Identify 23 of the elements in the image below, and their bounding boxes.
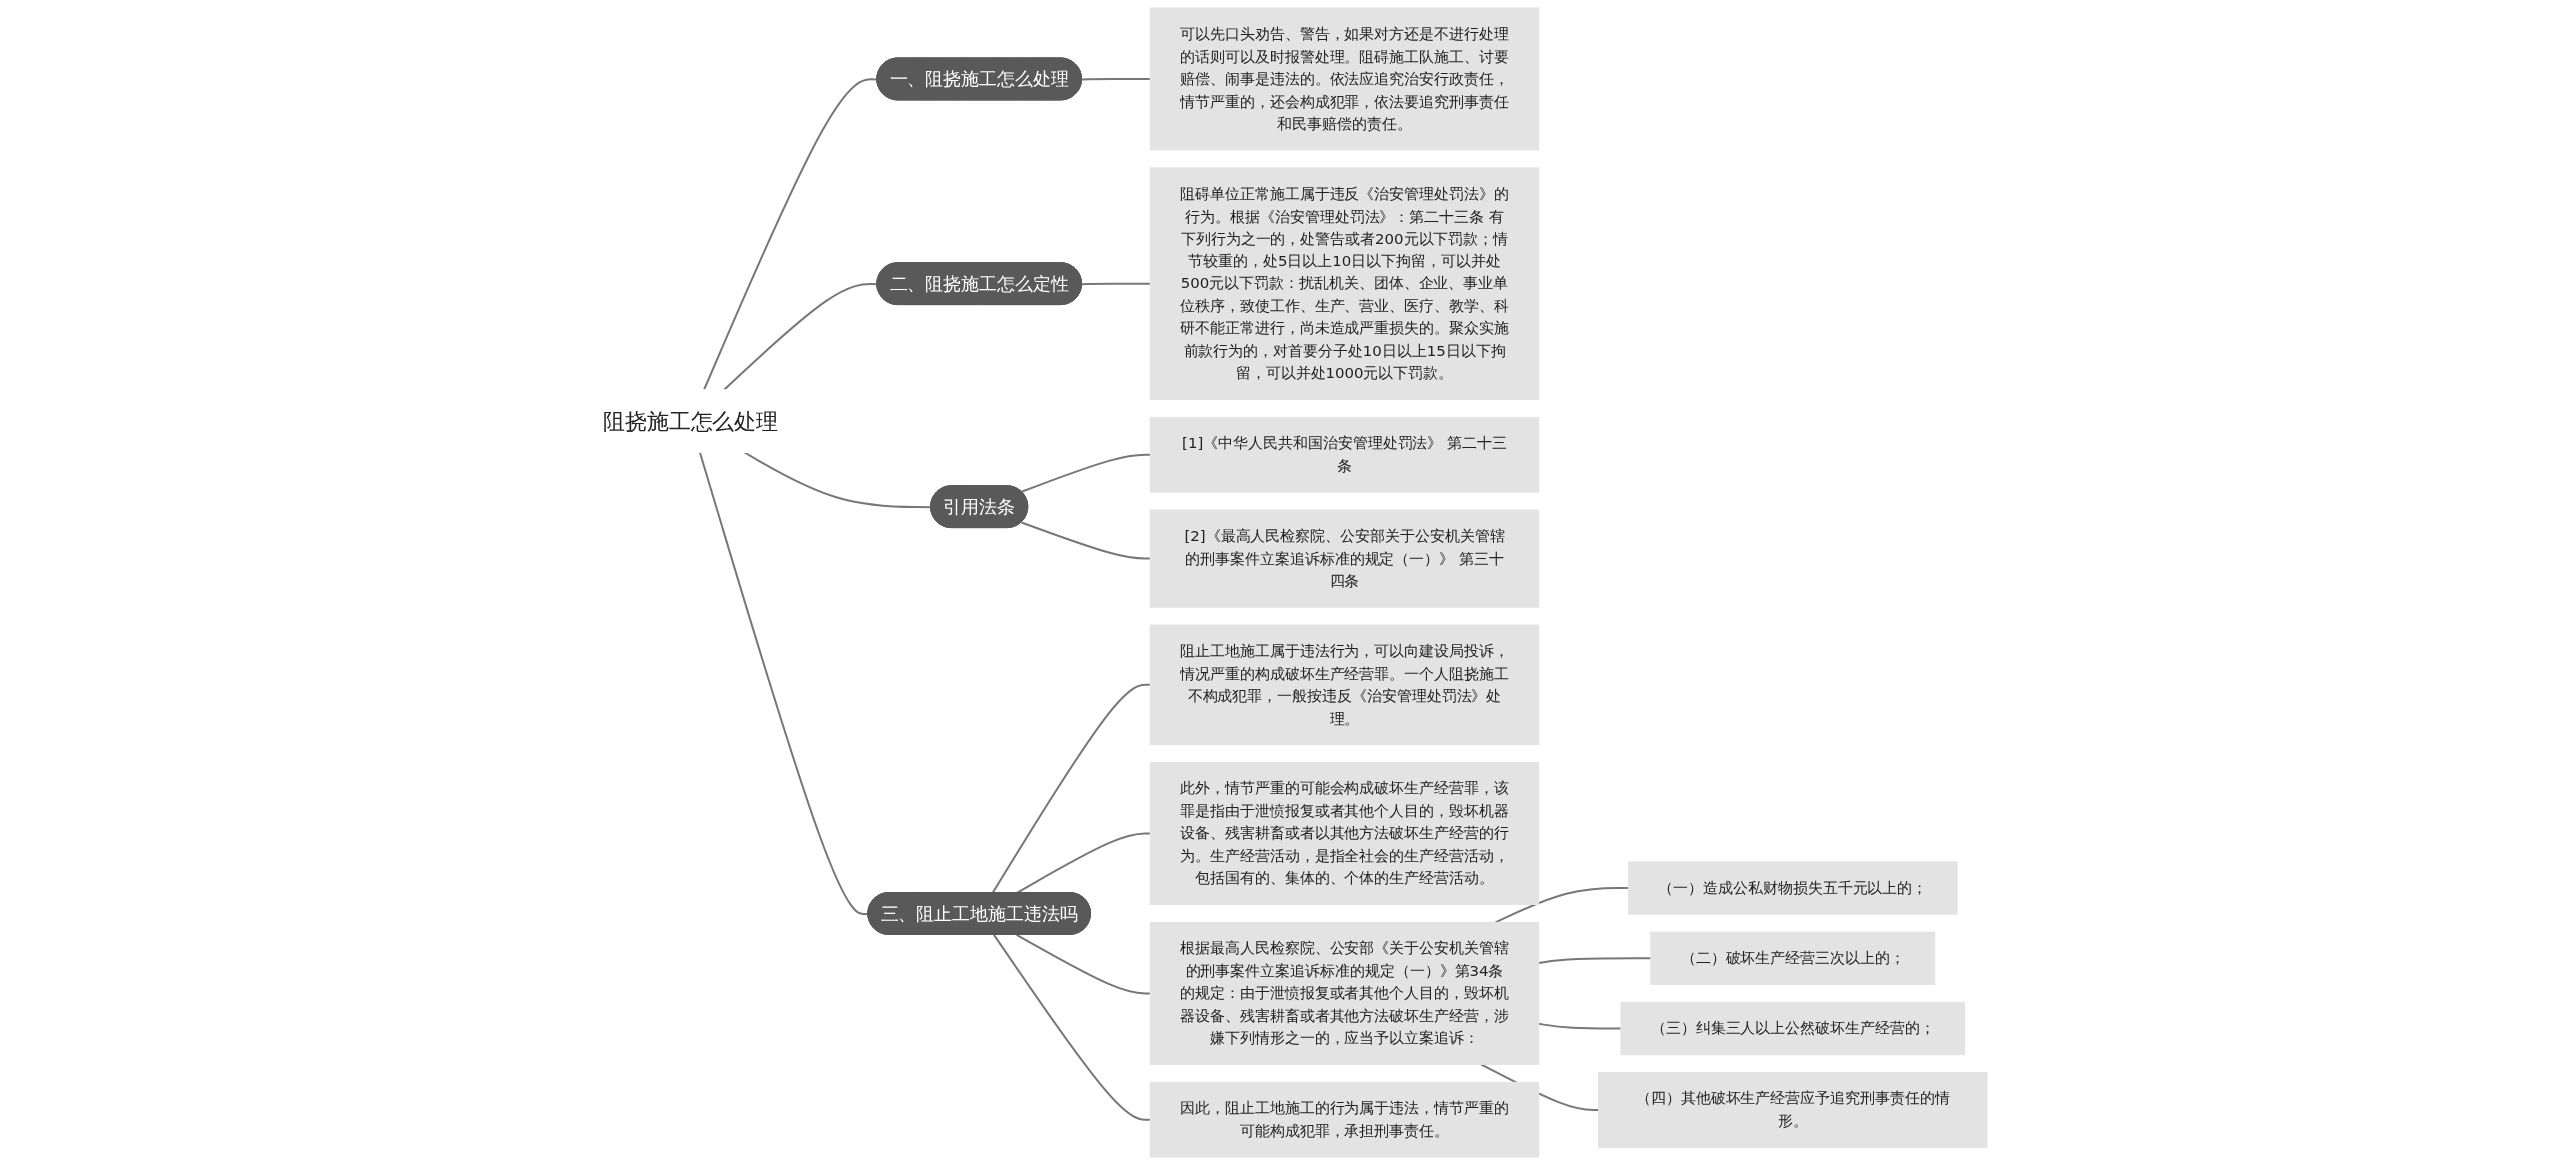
- node-box: 可以先口头劝告、警告，如果对方还是不进行处理的话则可以及时报警处理。阻碍施工队施工、讨要赔偿、闹事是违法的。依法应追究治安行政责任，情节严重的，还会构成犯罪，依法要追究刑事责任和民事赔偿的责任。: [1149, 7, 1540, 151]
- node-box: （二）破坏生产经营三次以上的；: [1650, 931, 1936, 985]
- connector: [1081, 282, 1152, 286]
- node-box: [2]《最高人民检察院、公安部关于公安机关管辖的刑事案件立案追诉标准的规定（一）》 第三十四条: [1149, 509, 1540, 608]
- connector: [1494, 887, 1630, 924]
- connector: [1537, 1022, 1622, 1030]
- connector: [698, 451, 870, 915]
- connector: [1020, 521, 1152, 560]
- node-box: 阻止工地施工属于违法行为，可以向建设局投诉，情况严重的构成破坏生产经营罪。一个人阻挠施工不构成犯罪，一般按违反《治安管理处罚法》处理。: [1149, 624, 1540, 746]
- node-box: 因此，阻止工地施工的行为属于违法，情节严重的可能构成犯罪，承担刑事责任。: [1149, 1081, 1540, 1158]
- connector: [1015, 933, 1152, 995]
- connector: [1020, 453, 1152, 493]
- connector: [993, 933, 1152, 1121]
- connector: [1537, 957, 1652, 964]
- node-box: [1]《中华人民共和国治安管理处罚法》 第二十三条: [1149, 416, 1540, 493]
- connector: [1081, 77, 1152, 81]
- node-box: （四）其他破坏生产经营应予追究刑事责任的情形。: [1598, 1072, 1988, 1148]
- node-text: 阻挠施工怎么处理: [602, 408, 779, 434]
- node-box: 根据最高人民检察院、公安部《关于公安机关管辖的刑事案件立案追诉标准的规定（一）》第34条的规定：由于泄愤报复或者其他个人目的，毁坏机器设备、残害耕畜或者其他方法破坏生产经营，涉嫌下列情形之一的，应当予以立案追诉：: [1149, 921, 1540, 1065]
- node-box: 此外，情节严重的可能会构成破坏生产经营罪，该罪是指由于泄愤报复或者其他个人目的，毁坏机器设备、残害耕畜或者以其他方法破坏生产经营的行为。生产经营活动，是指全社会的生产经营活动，包括国有的、集体的、个体的生产经营活动。: [1149, 762, 1540, 905]
- node-box: （一）造成公私财物损失五千元以上的；: [1627, 861, 1958, 915]
- node-box: （三）纠集三人以上公然破坏生产经营的；: [1620, 1001, 1966, 1056]
- node-box: 阻碍单位正常施工属于违反《治安管理处罚法》的行为。根据《治安管理处罚法》：第二十三条 有下列行为之一的，处警告或者200元以下罚款；情节较重的，处5日以上10日以下拘留，可以并处500元以下罚款：扰乱机关、团体、企业、事业单位秩序，致使工作、生产、营业、医疗、教学、科研不能正常进行，尚未造成严重损失的。聚众实施前款行为的，对首要分子处10日以上15日以下拘留，可以并处1000元以下罚款。: [1149, 167, 1540, 400]
